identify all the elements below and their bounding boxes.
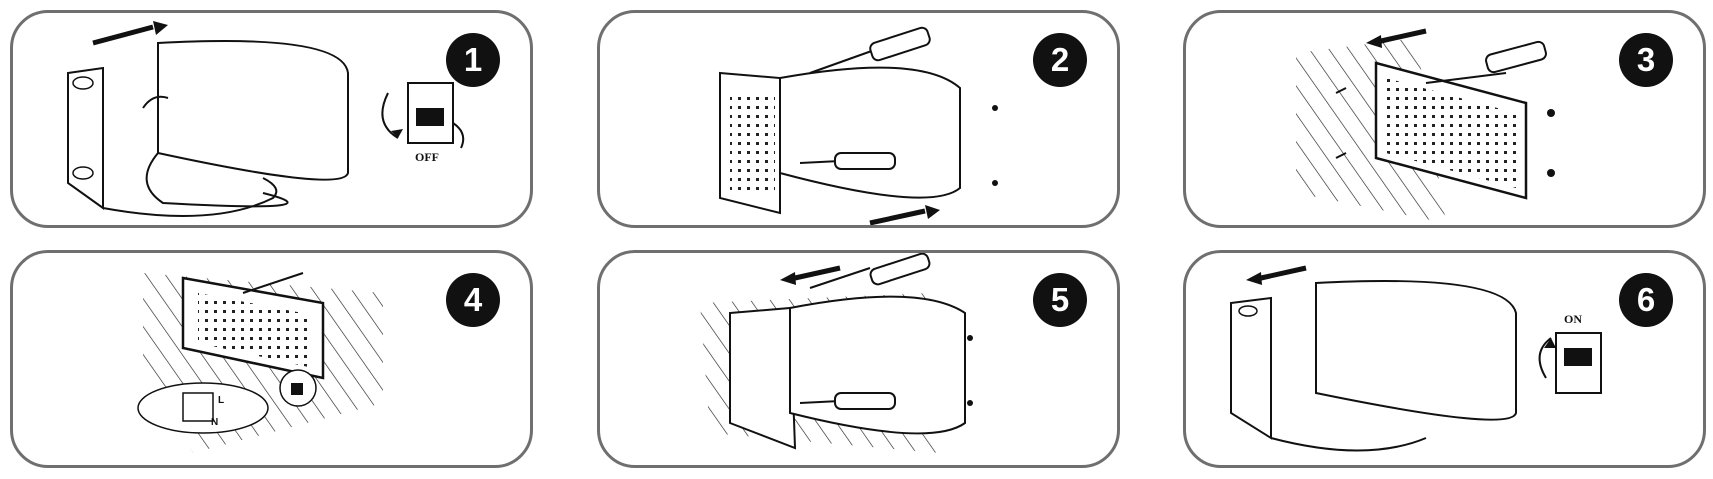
mount-hole	[72, 76, 94, 90]
step-6-illustration: ON	[1230, 265, 1602, 452]
rotate-arrow-down	[381, 92, 399, 139]
step-3-panel: 3	[1183, 10, 1706, 228]
step-number-badge: 6	[1619, 273, 1673, 327]
step-number-badge: 5	[1033, 273, 1087, 327]
direction-arrow	[1380, 28, 1427, 44]
step-number-badge: 2	[1033, 33, 1087, 87]
lamp-body	[157, 40, 349, 181]
step-1-panel: OFF 1	[10, 10, 533, 228]
rotate-arrow-up	[1538, 337, 1552, 379]
direction-arrow	[869, 208, 926, 225]
lamp-body	[789, 295, 966, 435]
rotate-arrow	[142, 95, 169, 109]
wall-plate	[729, 306, 797, 450]
step-1-illustration: OFF	[67, 21, 465, 217]
step-2-panel: 2	[597, 10, 1120, 228]
screwdriver	[809, 47, 881, 74]
step-5-illustration	[700, 253, 973, 453]
terminal-n-label: N	[211, 417, 218, 428]
screwdriver	[1425, 72, 1507, 84]
wall-plate	[1230, 296, 1272, 440]
step-number-badge: 4	[446, 273, 500, 327]
step-6-panel: ON 6	[1183, 250, 1706, 468]
lamp-body	[779, 66, 961, 199]
step-4-illustration: L N	[137, 272, 383, 453]
step-3-illustration	[1296, 28, 1555, 223]
step-number-badge: 1	[446, 33, 500, 87]
screwdriver	[242, 272, 304, 294]
direction-arrow	[794, 265, 841, 281]
terminal-l-label: L	[218, 395, 224, 406]
mount-hole	[72, 166, 94, 180]
switch-label: ON	[1564, 312, 1582, 326]
direction-arrow	[92, 24, 154, 46]
step-2-illustration	[719, 26, 998, 225]
step-5-panel: 5	[597, 250, 1120, 468]
lamp-body	[1315, 280, 1517, 421]
direction-arrow	[1260, 265, 1307, 281]
switch-label: OFF	[415, 150, 439, 164]
step-number-badge: 3	[1619, 33, 1673, 87]
screwdriver	[809, 267, 871, 289]
terminal-block	[182, 392, 214, 422]
step-4-panel: L N 4	[10, 250, 533, 468]
